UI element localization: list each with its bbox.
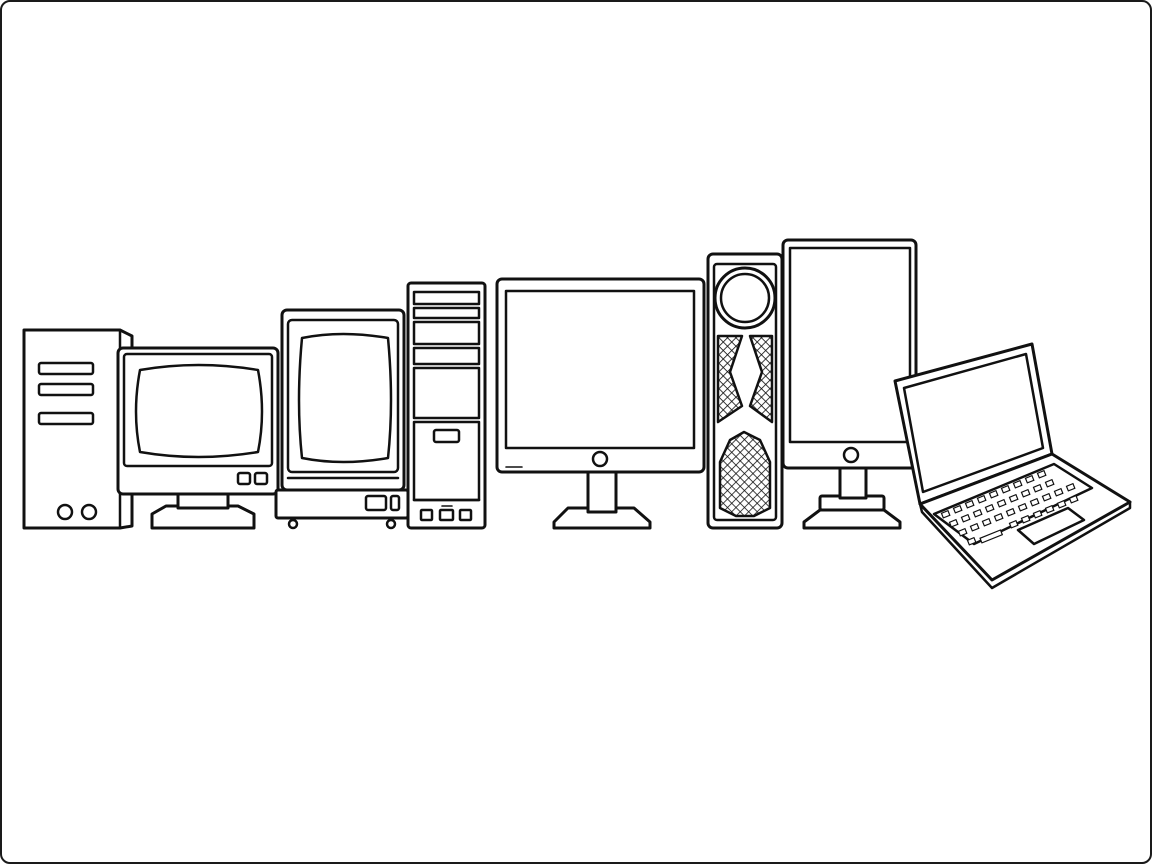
touchpad (1016, 506, 1086, 546)
portrait-all-in-one-icon (781, 238, 918, 530)
laptop-icon (893, 342, 1132, 590)
keyboard-keys (940, 469, 1079, 546)
crt-monitor-icon (116, 346, 280, 530)
tower-pc-icon (22, 328, 134, 530)
flat-monitor-icon (495, 277, 706, 530)
slim-tower-pc-icon (406, 281, 487, 530)
gaming-tower-icon (706, 252, 784, 530)
crt-all-in-one-icon (274, 308, 410, 530)
